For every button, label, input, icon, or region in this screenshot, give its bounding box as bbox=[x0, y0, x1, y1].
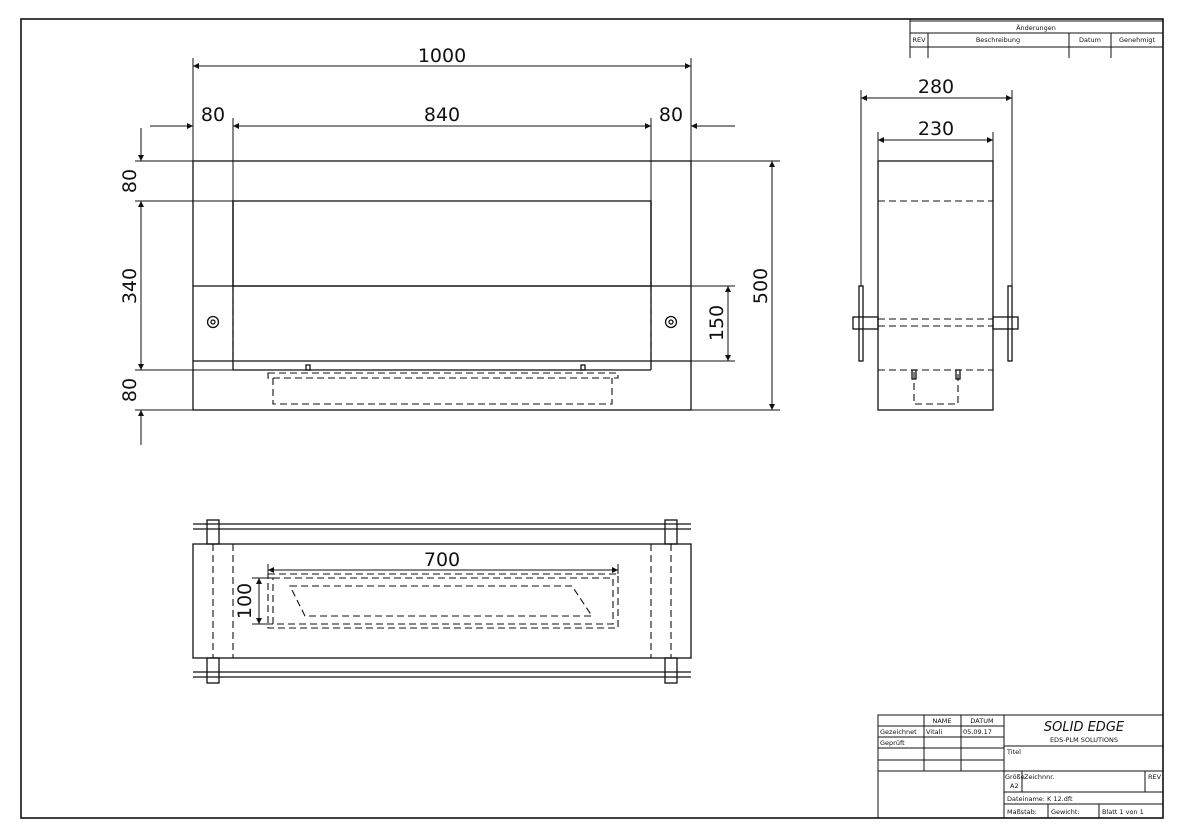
dim-front-right-leg: 80 bbox=[659, 104, 683, 126]
front-dimension-labels: 1000 80 840 80 80 340 80 500 150 bbox=[119, 45, 772, 402]
dim-top-burner-length: 700 bbox=[424, 549, 460, 571]
dim-front-top-band: 80 bbox=[119, 169, 141, 193]
dim-front-left-leg: 80 bbox=[201, 104, 225, 126]
top-view bbox=[192, 519, 692, 684]
title-col-date: DATUM bbox=[970, 717, 993, 725]
revision-col-date: Datum bbox=[1079, 36, 1101, 44]
dim-front-panel-height: 150 bbox=[706, 305, 728, 341]
title-block bbox=[877, 714, 1164, 819]
drawn-name: Vitali bbox=[926, 728, 942, 736]
drawn-label: Gezeichnet bbox=[880, 728, 917, 736]
revision-col-rev: REV bbox=[912, 36, 926, 44]
revision-col-approved: Genehmigt bbox=[1119, 36, 1156, 44]
size-value: A2 bbox=[1010, 782, 1019, 790]
dim-front-total-width: 1000 bbox=[418, 45, 466, 67]
revision-header: Änderungen bbox=[1016, 23, 1056, 32]
file-label: Dateiname: K 12.dft bbox=[1007, 795, 1073, 803]
dim-side-outer-width: 280 bbox=[918, 76, 954, 98]
dim-top-burner-width: 100 bbox=[234, 583, 256, 619]
dim-side-inner-width: 230 bbox=[918, 118, 954, 140]
checked-label: Geprüft bbox=[880, 739, 905, 747]
dim-front-middle: 840 bbox=[424, 104, 460, 126]
front-dimensions bbox=[135, 58, 780, 445]
title-label: Titel bbox=[1006, 748, 1021, 756]
scale-label: Maßstab: bbox=[1007, 808, 1037, 816]
revision-block bbox=[909, 19, 1164, 58]
dim-front-bottom-band: 80 bbox=[119, 378, 141, 402]
revision-labels: Änderungen REV Beschreibung Datum Genehm… bbox=[912, 23, 1155, 44]
sheet-label: Blatt 1 von 1 bbox=[1102, 808, 1144, 816]
solid-edge-subtitle: EDS-PLM SOLUTIONS bbox=[1050, 736, 1118, 744]
side-dimension-labels: 280 230 bbox=[918, 76, 954, 140]
knob-right bbox=[664, 315, 678, 329]
drawing-no-label: Zeichnnr. bbox=[1024, 773, 1054, 781]
front-view bbox=[192, 160, 692, 411]
top-dimensions bbox=[252, 564, 619, 625]
solid-edge-logo: SOLID EDGE bbox=[1044, 720, 1125, 735]
title-col-name: NAME bbox=[932, 717, 951, 725]
revision-col-description: Beschreibung bbox=[976, 36, 1020, 44]
knob-left bbox=[206, 315, 220, 329]
top-dimension-labels: 700 100 bbox=[234, 549, 460, 619]
dim-front-middle-band: 340 bbox=[119, 268, 141, 304]
size-label: Größe bbox=[1005, 773, 1025, 781]
sheet-border bbox=[20, 18, 1164, 819]
side-view bbox=[852, 160, 1019, 411]
rev-label: REV bbox=[1148, 773, 1162, 781]
dim-front-height-total: 500 bbox=[750, 268, 772, 304]
title-block-labels: NAME DATUM Gezeichnet Vitali 05.09.17 Ge… bbox=[880, 717, 1162, 816]
drawn-date: 05.09.17 bbox=[963, 728, 992, 736]
side-dimensions bbox=[860, 90, 1013, 286]
weight-label: Gewicht: bbox=[1051, 808, 1080, 816]
